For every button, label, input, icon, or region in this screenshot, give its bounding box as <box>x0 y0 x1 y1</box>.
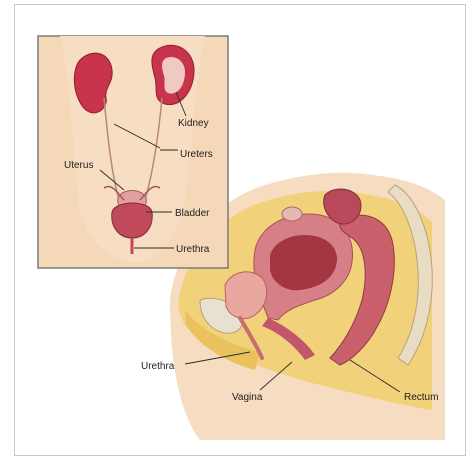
label-vagina: Vagina <box>232 392 263 403</box>
ovary <box>282 207 302 221</box>
label-ureters: Ureters <box>180 149 213 160</box>
label-rectum: Rectum <box>404 392 438 403</box>
label-bladder: Bladder <box>175 208 210 219</box>
label-urethra-main: Urethra <box>141 361 175 372</box>
label-kidney: Kidney <box>178 118 209 129</box>
label-uterus: Uterus <box>64 160 93 171</box>
label-urethra-inset: Urethra <box>176 244 210 255</box>
inset-bladder <box>112 203 153 238</box>
